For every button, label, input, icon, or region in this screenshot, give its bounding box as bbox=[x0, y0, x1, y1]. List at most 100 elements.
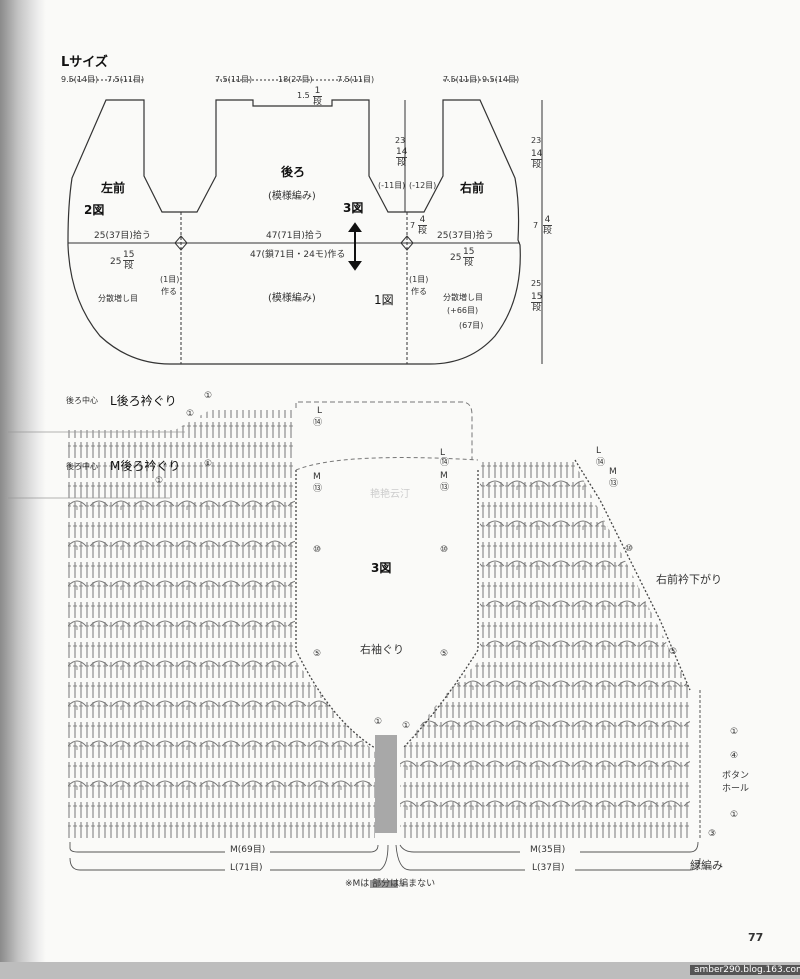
m-right-count: M(35目) bbox=[530, 845, 566, 855]
label-pattern-top: (模様編み) bbox=[268, 191, 316, 202]
plus66: (+66目) bbox=[447, 306, 479, 315]
dim-left-b: 7.5(11目) bbox=[107, 75, 145, 84]
neck-val: 1.5 bbox=[297, 91, 310, 100]
label-fig3: 3図 bbox=[343, 201, 364, 215]
join-left bbox=[174, 235, 188, 251]
m-skip-band bbox=[375, 735, 397, 833]
armhole-edge bbox=[295, 470, 376, 749]
right-h1-pre: 23 bbox=[531, 136, 542, 145]
dim-left-a: 9.5(14目) bbox=[61, 75, 99, 84]
right-h3-pre: 25 bbox=[531, 279, 542, 288]
row13-right: ⑬ bbox=[440, 483, 450, 493]
label-fig2: 2図 bbox=[84, 203, 105, 217]
row1-a: ① bbox=[204, 391, 213, 401]
l-back-neck: L後ろ衿ぐり bbox=[110, 394, 177, 408]
dim-right-b: 9.5(14目) bbox=[482, 75, 520, 84]
st67: (67目) bbox=[459, 321, 484, 330]
dim-right-a: 7.5(11目) bbox=[443, 75, 481, 84]
m-left-count: M(69目) bbox=[230, 845, 266, 855]
dec-right: (-12目) bbox=[409, 181, 437, 190]
right-h2-pre: 7 bbox=[533, 221, 539, 230]
join-right bbox=[400, 235, 414, 251]
m-marker-far: M bbox=[609, 467, 617, 477]
page-number: 77 bbox=[748, 931, 764, 944]
label-fig1: 1図 bbox=[374, 293, 394, 307]
pickup-right: 25(37目)拾う bbox=[437, 231, 494, 241]
row14-far: ⑭ bbox=[596, 458, 606, 468]
make1-left-2: 作る bbox=[161, 287, 177, 296]
l-marker-right: L bbox=[440, 448, 446, 458]
chart-fig3: 3図 bbox=[371, 561, 392, 575]
m-back-neck: M後ろ衿ぐり bbox=[110, 459, 181, 473]
make1-right-2: 作る bbox=[411, 287, 427, 296]
edging-label: 縁編み bbox=[690, 859, 723, 872]
l-left-count: L(71目) bbox=[230, 863, 263, 873]
dec-left: (-11目) bbox=[378, 181, 406, 190]
edge-row1-b: ① bbox=[730, 810, 739, 820]
footer-url: amber290.blog.163.com bbox=[690, 965, 800, 975]
footer-bar bbox=[0, 962, 800, 979]
edge-row1-a: ① bbox=[730, 727, 739, 737]
right-armhole: 右袖ぐり bbox=[360, 643, 404, 656]
row1-center-left: ① bbox=[374, 717, 383, 727]
back-center-1: 後ろ中心 bbox=[66, 396, 98, 405]
buttonhole-2: ホール bbox=[722, 784, 750, 794]
row1-b: ① bbox=[186, 409, 195, 419]
l-marker-top: L bbox=[317, 406, 323, 416]
row10-right: ⑩ bbox=[440, 545, 449, 555]
dist-inc-right: 分散増し目 bbox=[443, 293, 483, 302]
row5-far: ⑤ bbox=[669, 647, 678, 657]
m-marker-right: M bbox=[440, 471, 448, 481]
m-marker-left: M bbox=[313, 472, 321, 482]
note-swatch bbox=[370, 880, 398, 888]
armhole-edge-right bbox=[402, 470, 479, 749]
pickup-mid: 47(71目)拾う bbox=[266, 231, 323, 241]
rows-left-pre: 25 bbox=[110, 257, 122, 267]
armhole-pre: 23 bbox=[395, 136, 406, 145]
pickup-left: 25(37目)拾う bbox=[94, 231, 151, 241]
row1-d: ① bbox=[155, 476, 164, 486]
l-right-count: L(37目) bbox=[532, 863, 565, 873]
row1-c: ① bbox=[204, 459, 213, 469]
size-title: Lサイズ bbox=[61, 55, 108, 70]
row14-top: ⑭ bbox=[313, 418, 323, 428]
back-center-2: 後ろ中心 bbox=[66, 462, 98, 471]
watermark: 艳艳云汀 bbox=[370, 489, 410, 500]
row13-far: ⑬ bbox=[609, 479, 619, 489]
dim-mid-c: 7.5(11目) bbox=[337, 75, 375, 84]
dim-mid-a: 7.5(11目) bbox=[215, 75, 253, 84]
dist-inc-left: 分散増し目 bbox=[98, 294, 138, 303]
make1-right: (1目) bbox=[409, 275, 429, 284]
edge-row4: ④ bbox=[730, 751, 739, 761]
shoulder-l-dashed bbox=[295, 401, 473, 460]
label-back: 後ろ bbox=[281, 165, 306, 179]
right-front-neck: 右前衿下がり bbox=[656, 573, 722, 586]
shoulder-m-dashed bbox=[295, 457, 479, 471]
label-left-front: 左前 bbox=[101, 181, 126, 195]
row5-left: ⑤ bbox=[313, 649, 322, 659]
row5-right: ⑤ bbox=[440, 649, 449, 659]
note: ※Mは 部分は編まない bbox=[345, 879, 436, 889]
row10-far: ⑩ bbox=[625, 544, 634, 554]
l-marker-far: L bbox=[596, 446, 602, 456]
book-gutter-shadow bbox=[0, 0, 46, 979]
side-pre: 7 bbox=[410, 221, 416, 230]
row10-left: ⑩ bbox=[313, 545, 322, 555]
dim-mid-b: 18(27目) bbox=[278, 75, 313, 84]
make-line: 47(鎖71目・24モ)作る bbox=[250, 250, 346, 260]
row1-center-right: ① bbox=[402, 721, 411, 731]
row13-left: ⑬ bbox=[313, 484, 323, 494]
row14-right: ⑭ bbox=[440, 458, 450, 468]
pattern-lower: (模様編み) bbox=[268, 293, 316, 304]
label-right-front: 右前 bbox=[460, 181, 485, 195]
